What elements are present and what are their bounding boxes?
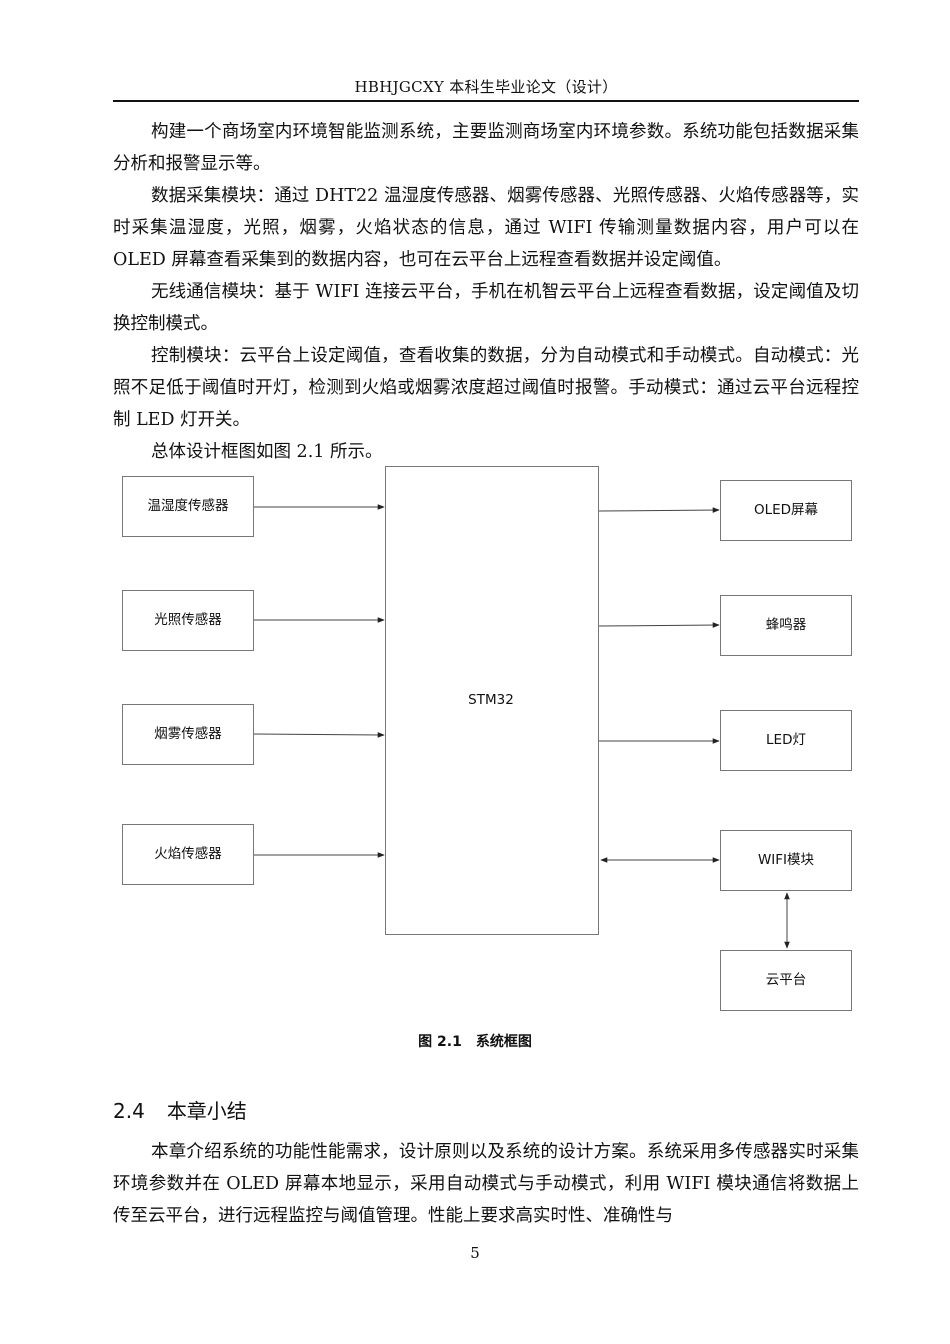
label-buzzer: 蜂鸣器: [766, 616, 807, 633]
label-smoke-sensor: 烟雾传感器: [154, 725, 222, 742]
paragraph-control: 控制模块：云平台上设定阈值，查看收集的数据，分为自动模式和手动模式。自动模式：光…: [113, 346, 859, 430]
box-oled: [720, 480, 852, 541]
paragraph-wireless: 无线通信模块：基于 WIFI 连接云平台，手机在机智云平台上远程查看数据，设定阈…: [113, 282, 859, 334]
box-buzzer: [720, 595, 852, 656]
header-rule: [113, 100, 859, 102]
section-heading: 2.4 本章小结: [113, 1095, 247, 1124]
box-cloud: [720, 950, 852, 1011]
paragraph-figure-ref: 总体设计框图如图 2.1 所示。: [151, 442, 383, 462]
label-wifi: WIFI模块: [758, 852, 815, 868]
label-stm32: STM32: [468, 692, 514, 708]
box-temp-humidity-sensor: [122, 476, 254, 537]
arrow-stm32-to-buzzer: [598, 622, 720, 628]
arrow-stm32-to-oled: [598, 507, 720, 513]
label-temp-humidity-sensor: 温湿度传感器: [148, 497, 229, 514]
label-led: LED灯: [766, 732, 806, 748]
figure-caption: 图 2.1 系统框图: [418, 1034, 532, 1050]
arrow-smoke-to-stm32: [253, 732, 385, 738]
box-light-sensor: [122, 590, 254, 651]
paragraph-summary: 本章介绍系统的功能性能需求，设计原则以及系统的设计方案。系统采用多传感器实时采集…: [113, 1142, 859, 1226]
box-wifi: [720, 830, 852, 891]
box-led: [720, 710, 852, 771]
paragraph-data-acquisition: 数据采集模块：通过 DHT22 温湿度传感器、烟雾传感器、光照传感器、火焰传感器…: [113, 186, 859, 270]
paragraph-overview: 构建一个商场室内环境智能监测系统，主要监测商场室内环境参数。系统功能包括数据采集…: [113, 122, 859, 174]
label-flame-sensor: 火焰传感器: [154, 845, 222, 862]
section-number: 2.4: [113, 1099, 145, 1123]
page-number: 5: [470, 1244, 480, 1262]
box-flame-sensor: [122, 824, 254, 885]
box-stm32: [385, 466, 599, 935]
label-oled: OLED屏幕: [754, 502, 819, 518]
label-light-sensor: 光照传感器: [154, 611, 222, 628]
box-smoke-sensor: [122, 704, 254, 765]
running-header: HBHJGCXY 本科生毕业论文（设计）: [354, 78, 618, 96]
label-cloud: 云平台: [766, 972, 807, 988]
section-title: 本章小结: [166, 1099, 247, 1123]
